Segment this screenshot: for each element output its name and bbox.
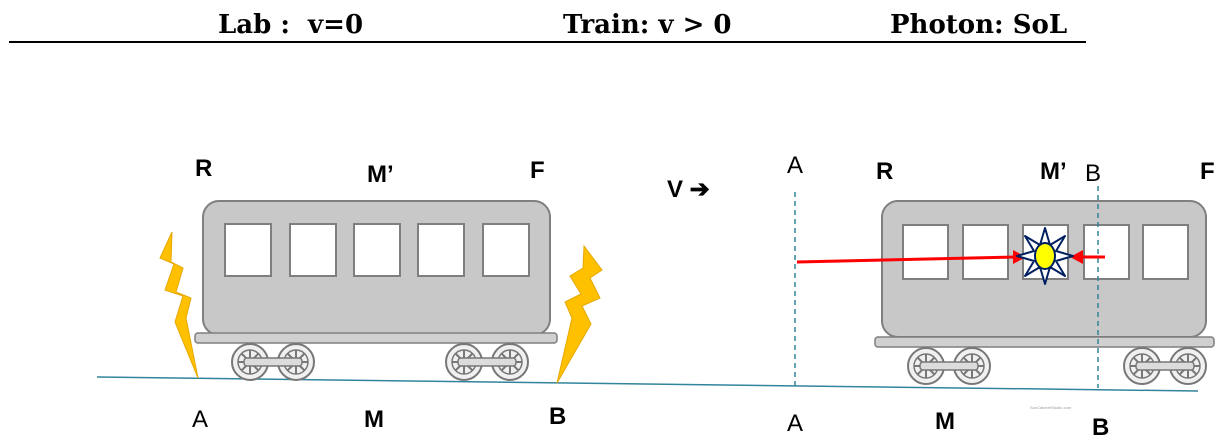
header-photon: Photon: SoL <box>890 10 1068 40</box>
label-a-top-right: A <box>787 152 804 179</box>
header-train: Train: v > 0 <box>563 10 732 40</box>
label-m-prime-left: M’ <box>367 161 394 188</box>
velocity-label: V ➔ <box>667 176 710 203</box>
label-b-left: B <box>549 403 567 430</box>
label-a-bottom-right: A <box>787 410 804 437</box>
lightning-bolt-icon <box>159 231 199 379</box>
sun-flash-icon <box>1016 227 1074 285</box>
lightning-bolt-icon <box>556 244 603 384</box>
photon-arrow-from-b <box>1070 250 1105 264</box>
label-f-right: F <box>1200 158 1215 185</box>
train-car-icon <box>194 200 558 380</box>
label-r-right: R <box>876 158 894 185</box>
ground-line <box>96 376 1199 392</box>
watermark: SunCatcherStudio.com <box>1030 405 1072 410</box>
label-m-right: M <box>935 408 955 435</box>
header-lab: Lab : v=0 <box>218 10 364 40</box>
label-m-left: M <box>364 406 384 433</box>
header-underline <box>9 41 1086 43</box>
label-b-top-right: B <box>1085 160 1102 187</box>
label-b-bottom-right: B <box>1092 414 1110 441</box>
label-r-left: R <box>195 155 213 182</box>
label-m-prime-right: M’ <box>1040 158 1067 185</box>
label-a-left: A <box>192 406 209 433</box>
label-f-left: F <box>530 157 545 184</box>
